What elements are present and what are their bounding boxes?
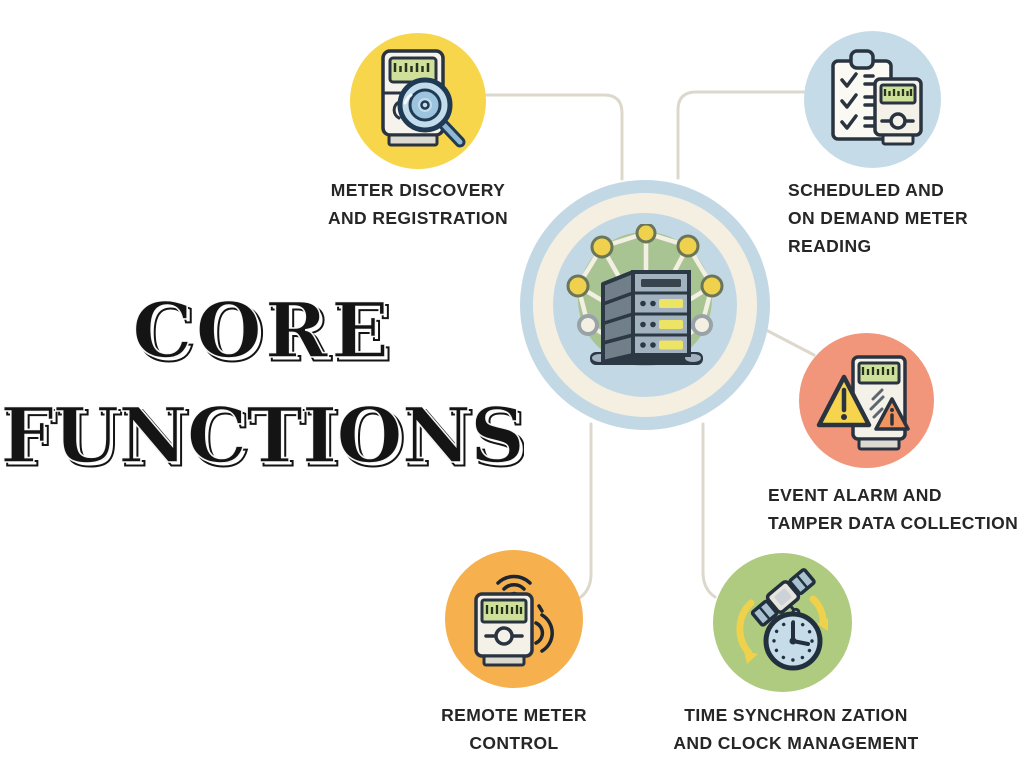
connector-remote-control — [576, 422, 593, 601]
scheduled-reading-label: SCHEDULED AND ON DEMAND METER READING — [788, 176, 1020, 260]
title-line2: FUNCTIONS — [0, 391, 524, 478]
remote-control-circle — [445, 550, 583, 688]
title-line1-engrave: CORE — [132, 286, 392, 375]
time-sync-label: TIME SYNCHRON ZATION AND CLOCK MANAGEMEN… — [672, 701, 920, 757]
label-line: AND CLOCK MANAGEMENT — [673, 733, 919, 753]
connector-meter-discovery — [484, 93, 624, 181]
label-line: REMOTE METER — [441, 705, 587, 725]
event-alarm-circle — [799, 333, 934, 468]
label-line: EVENT ALARM AND — [768, 485, 942, 505]
remote-control-label: REMOTE METER CONTROL — [404, 701, 624, 757]
label-line: CONTROL — [469, 733, 559, 753]
connector-event-alarm — [766, 329, 816, 357]
central-hub-circle — [520, 180, 770, 430]
time-sync-circle — [713, 553, 852, 692]
satellite-clock-icon — [736, 568, 828, 671]
label-line: SCHEDULED AND — [788, 180, 945, 200]
label-line: READING — [788, 236, 872, 256]
label-line: TAMPER DATA COLLECTION — [768, 513, 1019, 533]
title-line1-shadow: CORE — [136, 290, 396, 379]
label-line: TIME SYNCHRON ZATION — [684, 705, 908, 725]
meter-magnifier-icon — [381, 49, 466, 148]
label-line: AND REGISTRATION — [327, 208, 509, 228]
meter-discovery-label: METER DISCOVERY AND REGISTRATION — [305, 176, 531, 232]
title-line2-shadow: FUNCTIONS — [4, 395, 524, 479]
server-network-icon — [566, 224, 724, 366]
label-line: METER DISCOVERY — [330, 180, 506, 200]
page-title: CORE FUNCTIONS CORE FUNCTIONS CORE FUNCT… — [0, 285, 524, 479]
connector-scheduled-reading — [676, 90, 806, 180]
clipboard-checklist-meter-icon — [831, 49, 923, 146]
title-line1: CORE — [132, 286, 392, 375]
label-line: ON DEMAND METER — [788, 208, 969, 228]
title-line2-engrave: FUNCTIONS — [0, 391, 524, 478]
alarm-meter-icon — [816, 355, 910, 451]
connector-time-sync — [701, 422, 717, 599]
meter-discovery-circle — [350, 33, 486, 169]
scheduled-reading-circle — [804, 31, 941, 168]
event-alarm-label: EVENT ALARM AND TAMPER DATA COLLECTION — [768, 481, 1020, 537]
wireless-meter-icon — [474, 574, 554, 667]
